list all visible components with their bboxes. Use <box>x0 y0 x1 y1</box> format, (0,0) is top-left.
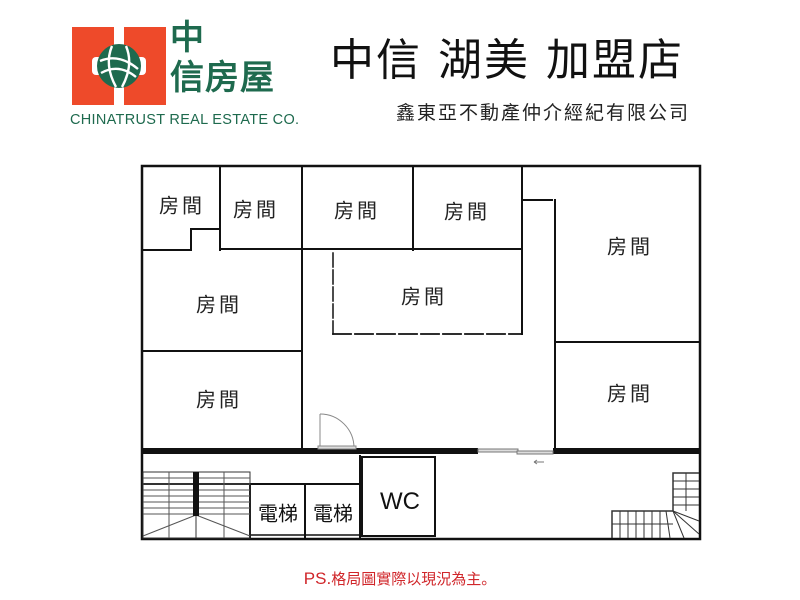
door-icon <box>317 413 357 450</box>
room-label: 房間 <box>159 193 205 218</box>
logo-english-name: CHINATRUST REAL ESTATE CO. <box>70 112 300 128</box>
chinatrust-logo-icon <box>70 25 168 107</box>
room-label: 房間 <box>607 234 653 259</box>
note-text: 格局圖實際以現況為主。 <box>331 570 497 588</box>
note-prefix: PS. <box>303 569 332 588</box>
company-name: 鑫東亞不動產仲介經紀有限公司 <box>396 102 691 124</box>
room-label: 房間 <box>401 284 447 309</box>
room-label: 房間 <box>233 197 279 222</box>
stair-left-icon <box>142 471 251 539</box>
room-label: 房間 <box>196 292 242 317</box>
room-label: 房間 <box>334 198 380 223</box>
stair-right-icon <box>611 472 700 539</box>
room-label: 房間 <box>444 199 490 224</box>
sliding-door-icon <box>477 448 554 465</box>
elevator-label: 電梯 <box>313 501 353 526</box>
room-label: 房間 <box>196 387 242 412</box>
logo-name-line2: 信房屋 <box>170 58 275 98</box>
room-label: 房間 <box>607 381 653 406</box>
logo-name-line1: 中 <box>170 18 204 58</box>
page-title: 中信 湖美 加盟店 <box>330 35 684 86</box>
elevator-label: 電梯 <box>258 501 298 526</box>
disclaimer-note: PS.格局圖實際以現況為主。 <box>0 568 800 589</box>
wc-label: WC <box>380 488 420 515</box>
